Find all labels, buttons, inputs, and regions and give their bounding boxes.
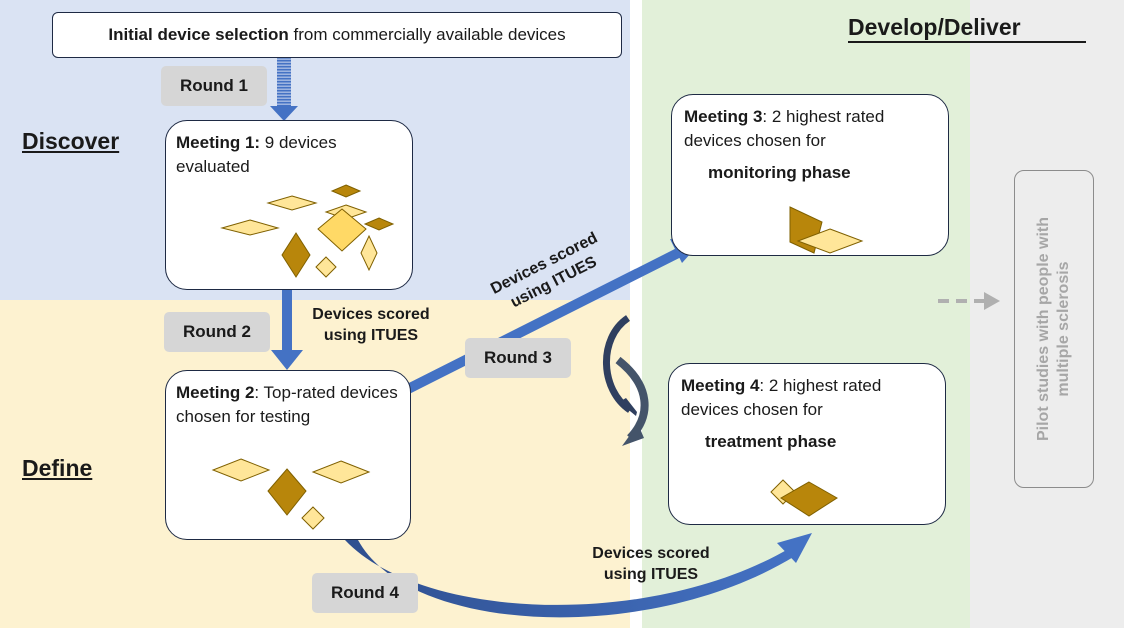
meeting-1-box: Meeting 1: 9 devices evaluated [165, 120, 413, 290]
meeting-3-rest: : 2 highest rated devices chosen for [684, 107, 890, 150]
pilot-text-line2: multiple sclerosis [1055, 261, 1072, 397]
meeting-3-phase: monitoring phase [708, 163, 851, 182]
curved-arrows [603, 315, 649, 446]
meeting-4-bold: Meeting 4 [681, 376, 760, 395]
meeting-1-rest: 9 devices evaluated [176, 133, 342, 176]
pilot-text: Pilot studies with people with multiple … [1034, 179, 1074, 479]
round4-arrow [345, 533, 812, 618]
meeting-3-bold: Meeting 3 [684, 107, 763, 126]
meeting-2-bold: Meeting 2 [176, 383, 255, 402]
round-4-label: Round 4 [312, 573, 418, 613]
round-1-label: Round 1 [161, 66, 267, 106]
meeting-1-bold: Meeting 1: [176, 133, 261, 152]
meeting-4-devices [770, 479, 838, 517]
scored-note-round2-line1: Devices scored [312, 306, 430, 323]
round-2-label: Round 2 [164, 312, 270, 352]
phase-label-develop-deliver: Develop/Deliver [848, 14, 1086, 43]
scored-note-round4-line1: Devices scored [592, 545, 710, 562]
initial-selection-box: Initial device selection from commercial… [52, 12, 622, 58]
scored-note-round4: Devices scored using ITUES [576, 543, 726, 585]
scored-note-round4-line2: using ITUES [603, 566, 699, 583]
meeting-1-devices [220, 184, 395, 278]
phase-label-discover: Discover [22, 128, 120, 154]
phase-label-define: Define [22, 455, 93, 481]
meeting-3-text: Meeting 3: 2 highest rated devices chose… [684, 105, 940, 153]
scored-note-round2: Devices scored using ITUES [296, 304, 446, 346]
meeting-1-text: Meeting 1: 9 devices evaluated [176, 131, 396, 179]
round2-arrow [271, 290, 303, 370]
meeting-4-phase: treatment phase [705, 432, 837, 451]
initial-selection-bold: Initial device selection [108, 25, 289, 44]
pilot-text-line1: Pilot studies with people with [1035, 217, 1052, 442]
initial-selection-rest: from commercially available devices [288, 25, 566, 44]
round1-arrow [270, 58, 298, 121]
meeting-2-text: Meeting 2: Top-rated devices chosen for … [176, 381, 404, 429]
pilot-box: Pilot studies with people with multiple … [1014, 170, 1094, 488]
round-3-label: Round 3 [465, 338, 571, 378]
phase-label-develop-deliver-text: Develop/Deliver [848, 14, 1021, 40]
pilot-panel [970, 0, 1124, 628]
meeting-4-box: Meeting 4: 2 highest rated devices chose… [668, 363, 946, 525]
meeting-2-box: Meeting 2: Top-rated devices chosen for … [165, 370, 411, 540]
meeting-2-rest: : Top-rated devices chosen for testing [176, 383, 403, 426]
meeting-3-box: Meeting 3: 2 highest rated devices chose… [671, 94, 949, 256]
scored-note-round2-line2: using ITUES [323, 327, 419, 344]
meeting-3-devices [789, 206, 864, 254]
meeting-4-rest: : 2 highest rated devices chosen for [681, 376, 887, 419]
meeting-4-text: Meeting 4: 2 highest rated devices chose… [681, 374, 937, 422]
pilot-dashed-arrow [938, 292, 1000, 310]
meeting-2-devices [211, 458, 371, 530]
